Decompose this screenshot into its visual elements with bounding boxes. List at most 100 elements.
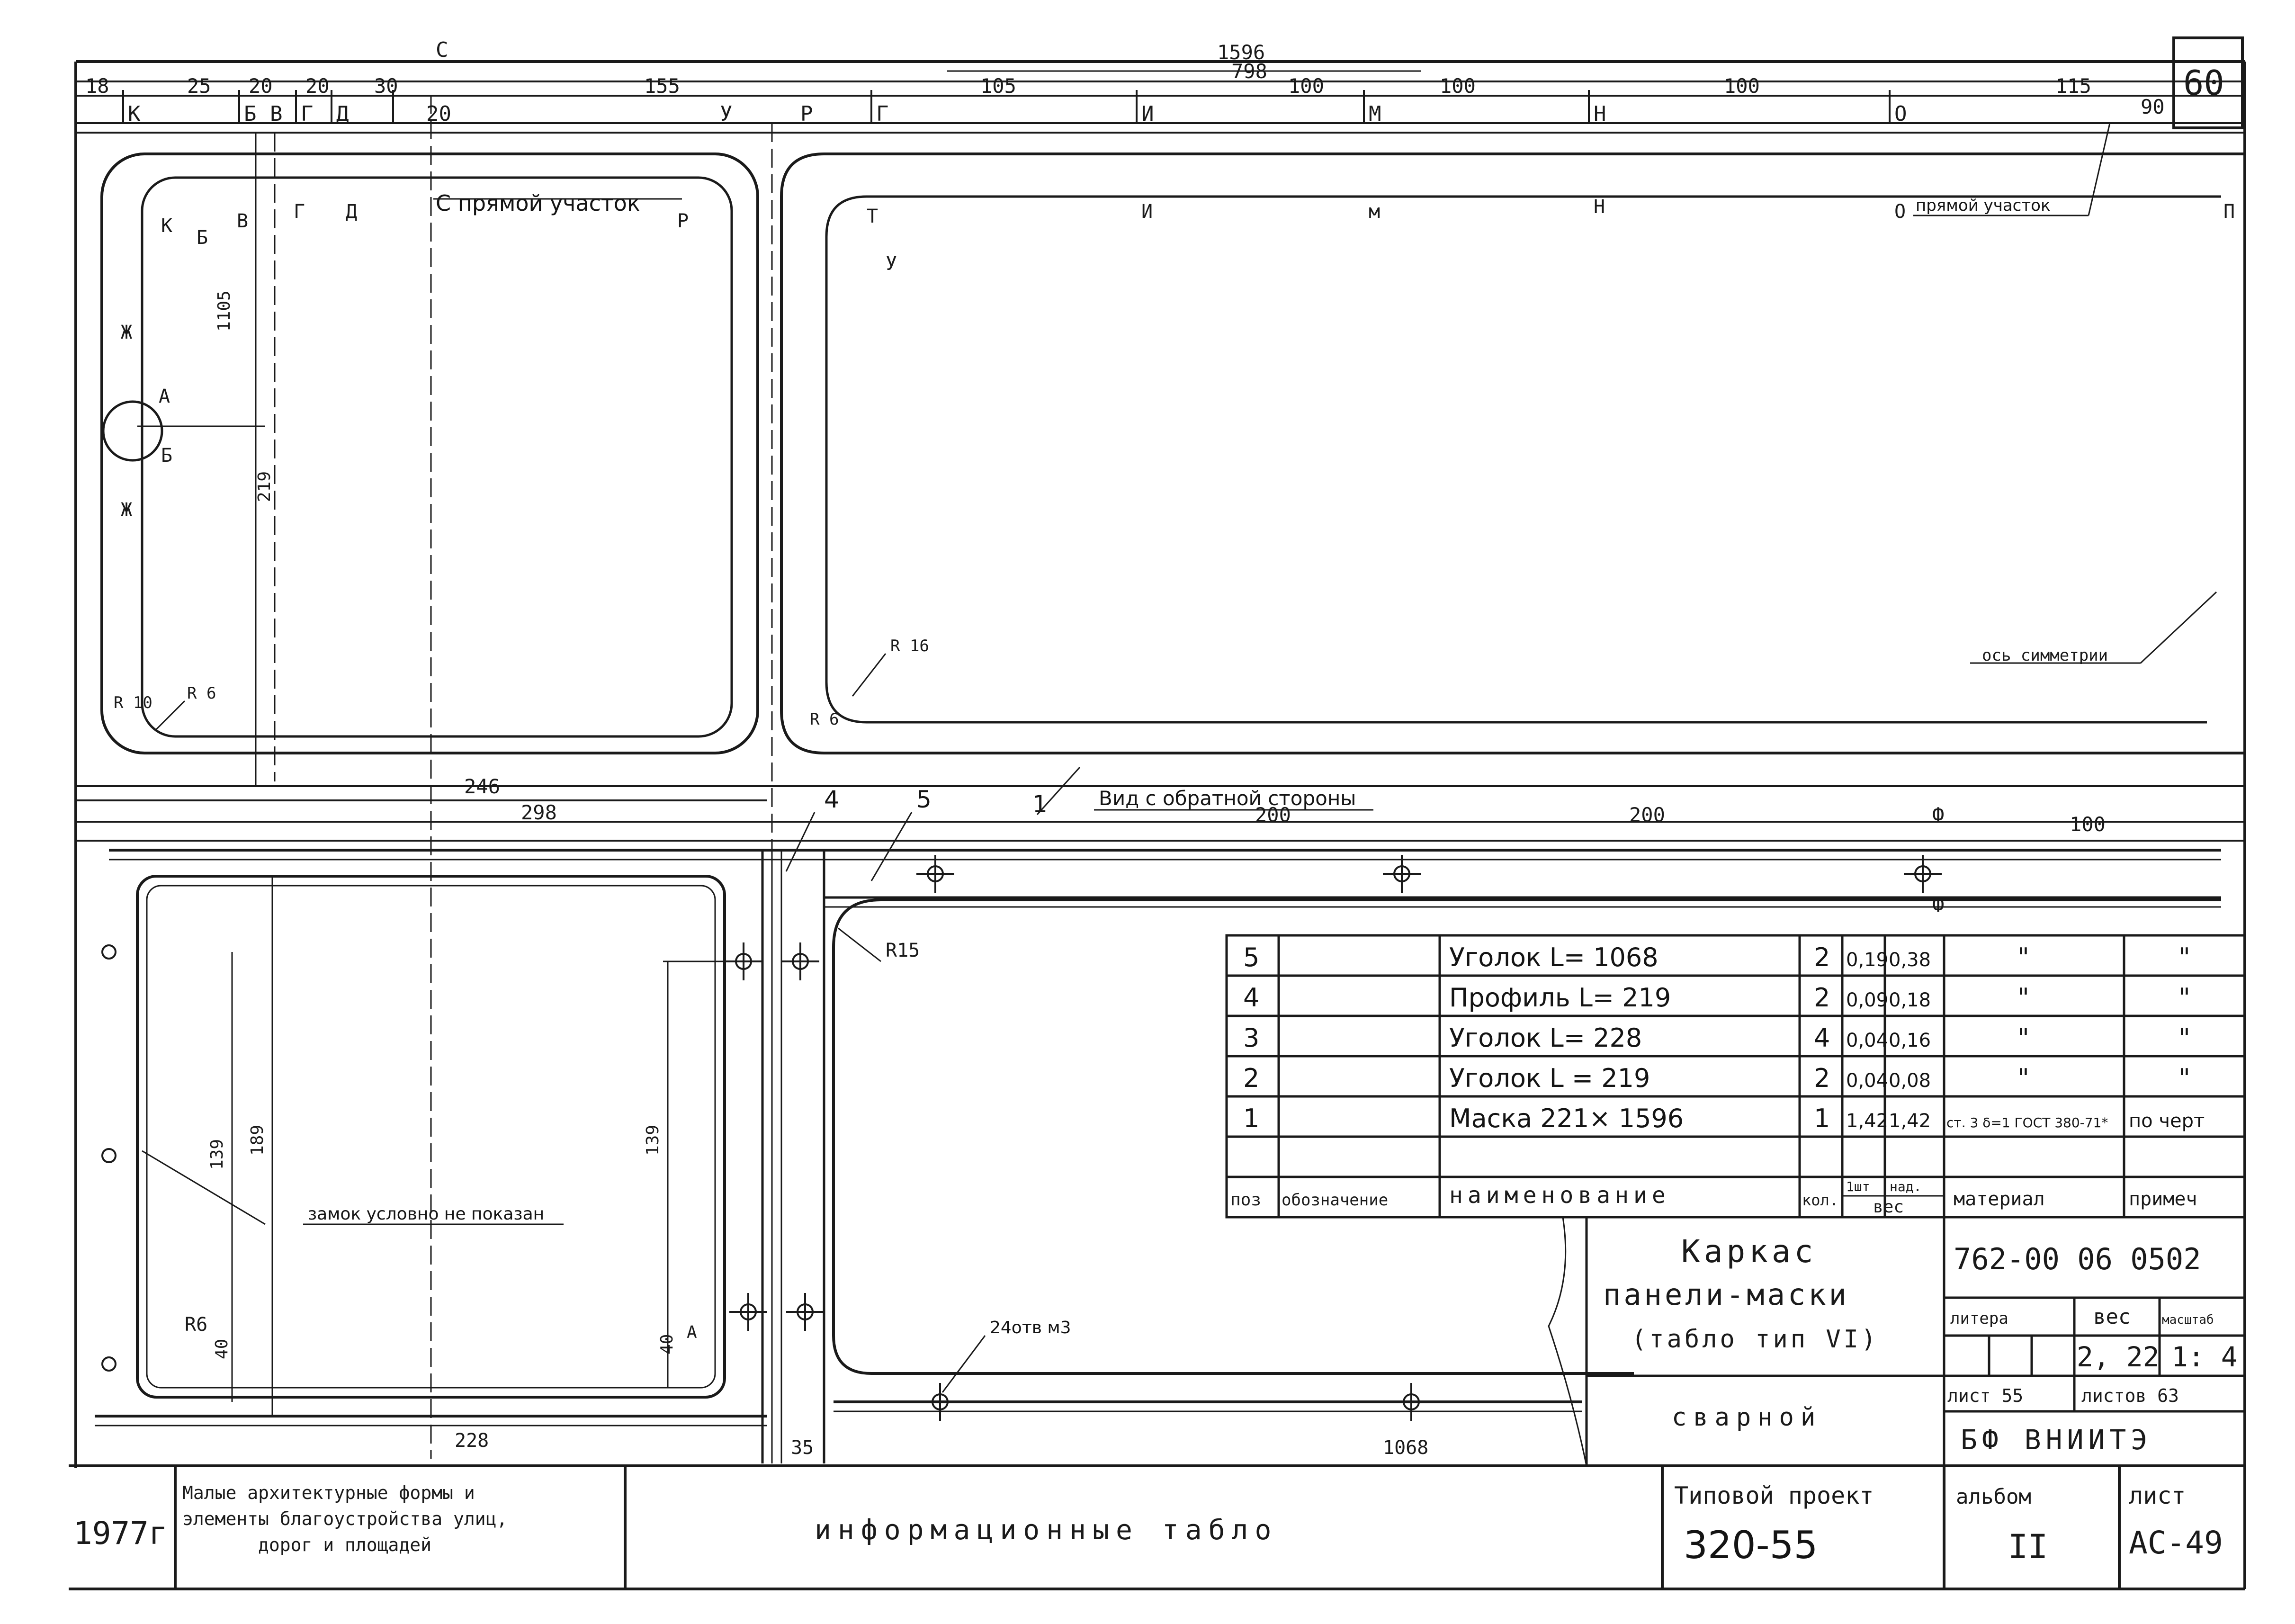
bom-unit-weight: 0,09	[1846, 989, 1888, 1011]
dim-100a: 100	[1288, 74, 1324, 98]
inner-Zh-top: Ж	[121, 322, 132, 343]
inner-D: Д	[346, 201, 357, 223]
album-label: альбом	[1956, 1485, 2031, 1509]
back-frame-left	[95, 875, 767, 1427]
dim-1105: 1105	[215, 290, 234, 332]
label-D: Д	[336, 102, 349, 126]
inner-I: И	[1141, 201, 1153, 223]
radius-R16: R 16	[890, 637, 929, 655]
bom-unit-weight: 0,04	[1846, 1070, 1888, 1092]
back-vertical-dims	[231, 876, 744, 1416]
top-section-labels: К Б В Г Д С 20 У Р Г И М Н О	[128, 38, 1907, 126]
dim-105: 105	[980, 74, 1016, 98]
dim-100b: 100	[1440, 74, 1476, 98]
label-M: М	[1369, 102, 1381, 126]
dim-228: 228	[455, 1430, 489, 1452]
bom-note: "	[2178, 942, 2190, 972]
axis-leader-2	[2140, 591, 2217, 664]
bom-row: 3 Уголок L= 228 4 0,04 0,16 " "	[1243, 1023, 2190, 1053]
bom-qty: 2	[1814, 983, 1830, 1013]
drawing-subtitle: сварной	[1672, 1403, 1822, 1432]
dim-189: 189	[248, 1125, 267, 1156]
dim-139a: 139	[207, 1139, 227, 1170]
bom-qty: 2	[1814, 942, 1830, 972]
label-A-back: А	[687, 1323, 697, 1342]
bom-name: Уголок L= 1068	[1449, 942, 1658, 972]
bottom-strip: 1977г Малые архитектурные формы и элемен…	[69, 1464, 2245, 1589]
inner-B: Б	[197, 227, 208, 249]
inner-B2: Б	[161, 445, 172, 467]
bom-unit-weight: 0,19	[1846, 949, 1888, 971]
mask-panel-left	[100, 153, 759, 754]
dim-155: 155	[644, 74, 680, 98]
bom-total-weight: 0,08	[1889, 1070, 1931, 1092]
label-B: Б	[244, 102, 257, 126]
sheet-number: 60	[2183, 63, 2224, 103]
bom-row: 5 Уголок L= 1068 2 0,19 0,38 " "	[1243, 942, 2190, 972]
inner-T: Т	[867, 206, 878, 227]
bom-material: "	[2017, 983, 2029, 1013]
dim-20b: 20	[305, 74, 330, 98]
album-title: информационные табло	[815, 1514, 1278, 1546]
inner-Zh-bot: Ж	[121, 499, 132, 521]
bom-note: "	[2178, 983, 2190, 1013]
bom-note: по черт	[2129, 1110, 2205, 1132]
callout-1: 1	[1032, 790, 1048, 818]
bom-header-total: над.	[1890, 1179, 1921, 1194]
bom-row: 1 Маска 221× 1596 1 1,42 1,42 ст. 3 δ=1 …	[1243, 1104, 2205, 1133]
dim-298: 298	[521, 801, 557, 824]
album-description-line-1: Малые архитектурные формы и	[182, 1482, 475, 1503]
album-description-line-2: элементы благоустройства улиц,	[182, 1508, 507, 1529]
litera-label: литера	[1950, 1309, 2008, 1328]
scale-label: масштаб	[2162, 1313, 2214, 1327]
scale-value: 1: 4	[2171, 1341, 2238, 1373]
bom-material: ст. 3 δ=1 ГОСТ 380-71*	[1946, 1115, 2108, 1131]
bom-name: Профиль L= 219	[1449, 983, 1671, 1013]
r15-leader	[838, 927, 881, 962]
dim-90: 90	[2141, 95, 2165, 118]
inner-K: К	[161, 215, 172, 237]
label-I: И	[1141, 102, 1154, 126]
bom-total-weight: 0,16	[1889, 1030, 1931, 1051]
bom-name: Маска 221× 1596	[1449, 1104, 1684, 1133]
top-section-marks	[122, 90, 1891, 123]
bom-pos: 2	[1243, 1063, 1259, 1093]
bom-material: "	[2017, 1063, 2029, 1093]
bom-header-note: примеч	[2129, 1188, 2197, 1210]
dim-219-top: 219	[255, 471, 274, 502]
label-S: С	[436, 38, 448, 62]
bom-qty: 4	[1814, 1023, 1830, 1053]
inner-V: В	[237, 210, 248, 232]
bom-rows: 5 Уголок L= 1068 2 0,19 0,38 " " 4 Профи…	[1243, 942, 2205, 1133]
label-V: В	[270, 102, 283, 126]
back-callout-leaders	[785, 766, 1081, 881]
dim-30: 30	[374, 74, 398, 98]
label-K: К	[128, 102, 141, 126]
bom-total-weight: 0,38	[1889, 949, 1931, 971]
dim-18: 18	[85, 74, 109, 98]
weight-value: 2, 22	[2077, 1341, 2160, 1373]
bom-header-name: наименование	[1449, 1182, 1670, 1209]
radius-R10: R 10	[114, 693, 152, 712]
holes-note-leader	[941, 1335, 986, 1393]
inner-A: А	[159, 386, 170, 407]
holes-note: 24отв м3	[990, 1318, 1071, 1337]
phi-top: Ф	[1932, 803, 1944, 826]
back-view-label: Вид с обратной стороны	[1099, 787, 1356, 810]
document-number: 762-00 06 0502	[1954, 1242, 2201, 1276]
bom-note: "	[2178, 1023, 2190, 1053]
inner-N: Н	[1594, 196, 1605, 218]
bom-grid	[1225, 934, 2246, 1219]
bom-pos: 5	[1243, 942, 1259, 972]
bom-header-material: материал	[1954, 1188, 2045, 1210]
dim-20a: 20	[249, 74, 273, 98]
back-callouts: 4 5 1	[824, 786, 1048, 818]
label-O: О	[1894, 102, 1907, 126]
dim-100c: 100	[1724, 74, 1760, 98]
dim-25: 25	[187, 74, 211, 98]
bom-qty: 1	[1814, 1104, 1830, 1133]
bill-of-materials: 5 Уголок L= 1068 2 0,19 0,38 " " 4 Профи…	[1225, 934, 2246, 1219]
bom-note: "	[2178, 1063, 2190, 1093]
dim-1596: 1596	[1217, 41, 1265, 64]
top-dimension-lines	[76, 70, 2245, 134]
